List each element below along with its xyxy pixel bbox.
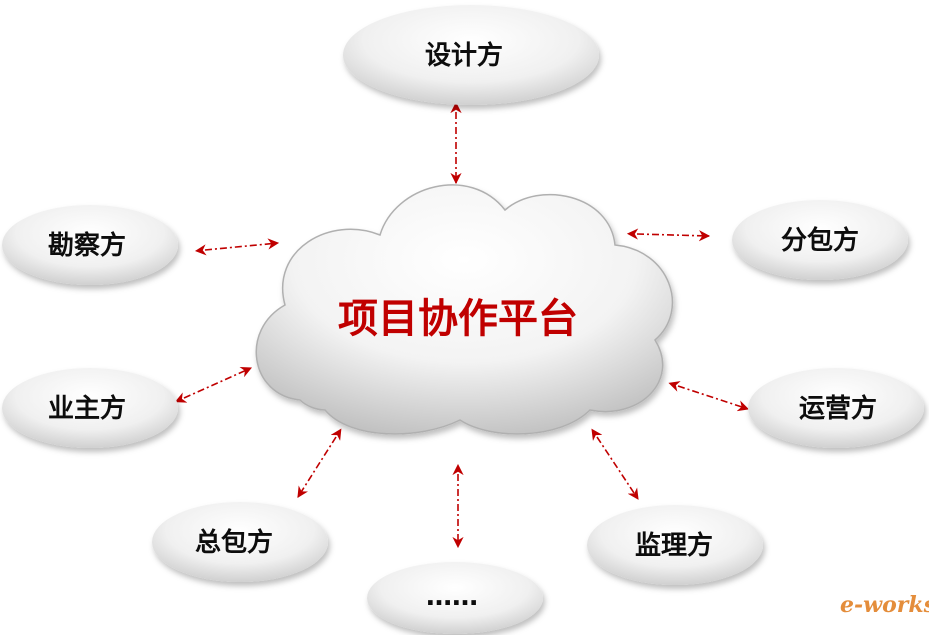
node-label: 总包方 — [195, 527, 273, 558]
node-label: 分包方 — [781, 225, 859, 256]
node-label: 监理方 — [635, 530, 713, 561]
eworks-logo: e-works — [840, 592, 929, 618]
central-cloud: 项目协作平台 — [255, 184, 674, 435]
node-label: 运营方 — [799, 393, 877, 424]
node-more: …… — [367, 562, 543, 634]
cloud-shape — [255, 184, 674, 435]
arrow-subcontract — [626, 228, 711, 242]
node-design: 设计方 — [343, 5, 599, 105]
arrow-owner — [174, 367, 253, 403]
arrow-general — [297, 428, 342, 498]
node-general: 总包方 — [152, 502, 328, 582]
node-label: …… — [426, 582, 478, 612]
node-survey: 勘察方 — [2, 205, 178, 285]
node-label: 设计方 — [425, 40, 503, 71]
node-supervision: 监理方 — [587, 505, 763, 585]
node-subcontract: 分包方 — [732, 200, 908, 280]
node-label: 勘察方 — [48, 230, 126, 261]
logo-text: e-works — [840, 592, 929, 618]
node-owner: 业主方 — [2, 368, 178, 448]
arrow-supervision — [591, 428, 639, 500]
arrow-survey — [194, 238, 280, 256]
center-label: 项目协作平台 — [338, 296, 578, 342]
node-label: 业主方 — [48, 393, 126, 424]
arrow-operation — [668, 381, 750, 412]
connectors — [174, 101, 750, 549]
node-operation: 运营方 — [748, 368, 924, 448]
